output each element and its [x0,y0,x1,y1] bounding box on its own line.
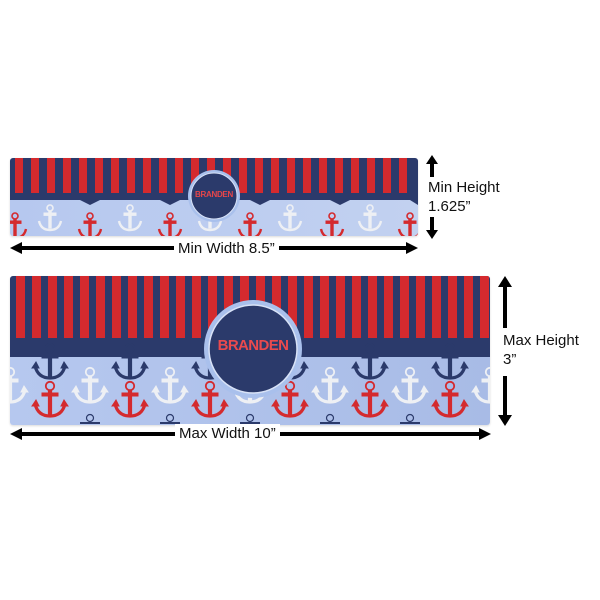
min-height-label: Min Height 1.625” [428,179,500,215]
min-width-label: Min Width 8.5” [174,239,279,258]
max-height-label: Max Height 3” [503,332,579,368]
large-mat-pattern [10,276,490,425]
personalization-text: BRANDEN [195,190,233,199]
max-width-label: Max Width 10” [175,424,280,443]
personalization-text-large: BRANDEN [217,337,289,354]
small-mat-pattern [10,158,418,236]
large-mat: BRANDEN [10,276,490,425]
small-mat: BRANDEN [10,158,418,236]
